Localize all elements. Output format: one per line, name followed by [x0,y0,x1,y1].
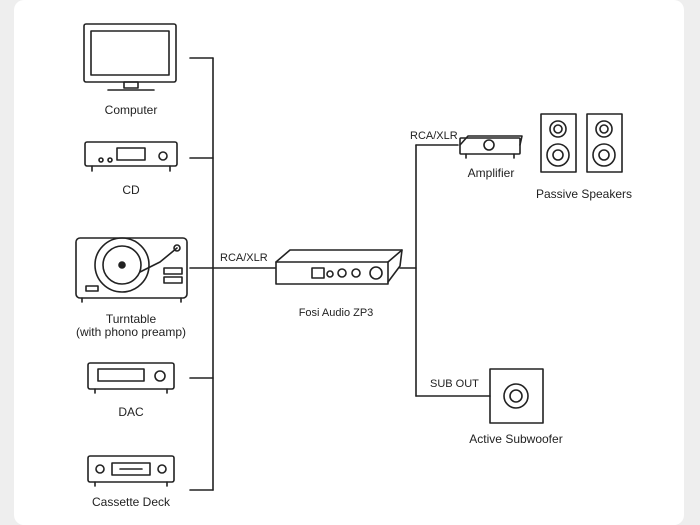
label-cd: CD [122,183,140,197]
label-passive-speakers: Passive Speakers [535,187,633,201]
label-input-connection: RCA/XLR [220,252,268,264]
label-computer: Computer [104,103,158,117]
turntable-icon [75,237,188,303]
label-sub-out: SUB OUT [430,378,479,390]
cd-player-icon [84,141,178,172]
label-amplifier: Amplifier [467,166,515,180]
label-turntable-note: (with phono preamp) [75,325,187,339]
amplifier-icon [459,135,523,159]
label-cassette-deck: Cassette Deck [91,495,171,509]
label-fosi-zp3: Fosi Audio ZP3 [298,307,374,319]
preamp-icon [275,249,403,285]
wires [189,57,491,491]
subwoofer-icon [489,368,544,424]
label-active-subwoofer: Active Subwoofer [469,432,563,446]
dac-icon [87,362,175,394]
label-amp-connection: RCA/XLR [410,130,458,142]
label-turntable: Turntable [105,312,157,326]
cassette-deck-icon [87,455,175,487]
monitor-icon [83,23,177,91]
speaker-icon [540,113,623,173]
label-dac: DAC [118,405,144,419]
